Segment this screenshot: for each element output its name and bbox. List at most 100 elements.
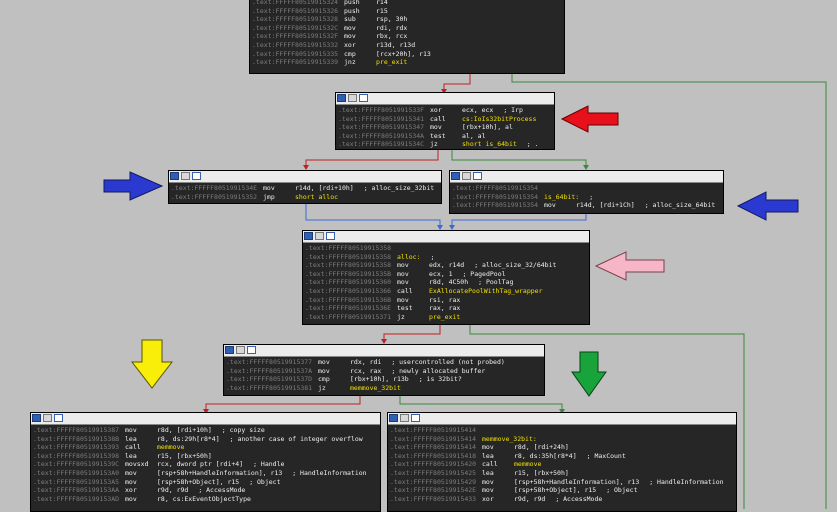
graph-icon[interactable] <box>451 172 460 180</box>
edge-check-to-copy32 <box>399 396 563 412</box>
code-block-64bit[interactable]: .text:FFFFF80519915354.text:FFFFF8051991… <box>449 170 724 214</box>
mnemonic-text: jz <box>397 312 405 321</box>
code-line[interactable]: .text:FFFFF80519915358 <box>305 244 589 253</box>
operand-text: [rbx+10h], al <box>462 123 513 132</box>
comment-text: ; usercontrolled (not probed) <box>391 358 505 366</box>
graph-icon[interactable] <box>337 94 346 102</box>
mnemonic-text: mov <box>482 477 494 486</box>
graph-icon[interactable] <box>32 414 41 422</box>
edge-arrowhead <box>441 89 447 94</box>
grid-icon[interactable] <box>411 414 420 422</box>
grid-icon[interactable] <box>192 172 201 180</box>
block-title-bar[interactable] <box>224 345 544 357</box>
edit-icon[interactable] <box>462 172 471 180</box>
graph-icon[interactable] <box>170 172 179 180</box>
mnemonic-text: mov <box>344 32 356 41</box>
edit-icon[interactable] <box>181 172 190 180</box>
comment-text: ; Object <box>249 477 281 486</box>
mnemonic-text: push <box>344 6 360 15</box>
grid-icon[interactable] <box>326 232 335 240</box>
edit-icon[interactable] <box>315 232 324 240</box>
block-title-bar[interactable] <box>388 413 736 425</box>
graph-icon[interactable] <box>389 414 398 422</box>
graph-icon[interactable] <box>225 346 234 354</box>
edge-arrowhead <box>449 225 455 230</box>
block-title-bar[interactable] <box>169 171 441 183</box>
grid-icon[interactable] <box>473 172 482 180</box>
mnemonic-text: memmove_32bit: <box>482 434 537 443</box>
code-block-copy32[interactable]: .text:FFFFF80519915414.text:FFFFF8051991… <box>387 412 737 512</box>
code-line[interactable]: .text:FFFFF80519915354 <box>452 184 723 193</box>
code-block-alloc[interactable]: .text:FFFFF80519915358.text:FFFFF8051991… <box>302 230 590 325</box>
graph-icon[interactable] <box>304 232 313 240</box>
edit-icon[interactable] <box>348 94 357 102</box>
operand-text: r8, ds:35h[r8*4] <box>514 451 577 460</box>
block-title-bar[interactable] <box>303 231 589 243</box>
code-line[interactable]: .text:FFFFF80519915414 <box>390 426 736 435</box>
address-text: .text:FFFFF805199153AD <box>33 494 120 503</box>
grid-icon[interactable] <box>247 346 256 354</box>
blue-arrow-pointer-left <box>103 171 164 201</box>
block-title-bar[interactable] <box>336 93 554 105</box>
grid-icon[interactable] <box>54 414 63 422</box>
grid-icon[interactable] <box>359 94 368 102</box>
block-title-bar[interactable] <box>31 413 380 425</box>
edit-icon[interactable] <box>400 414 409 422</box>
edit-icon[interactable] <box>236 346 245 354</box>
block-title-bar[interactable] <box>450 171 723 183</box>
edit-icon[interactable] <box>43 414 52 422</box>
address-text: .text:FFFFF80519915328 <box>252 15 339 24</box>
